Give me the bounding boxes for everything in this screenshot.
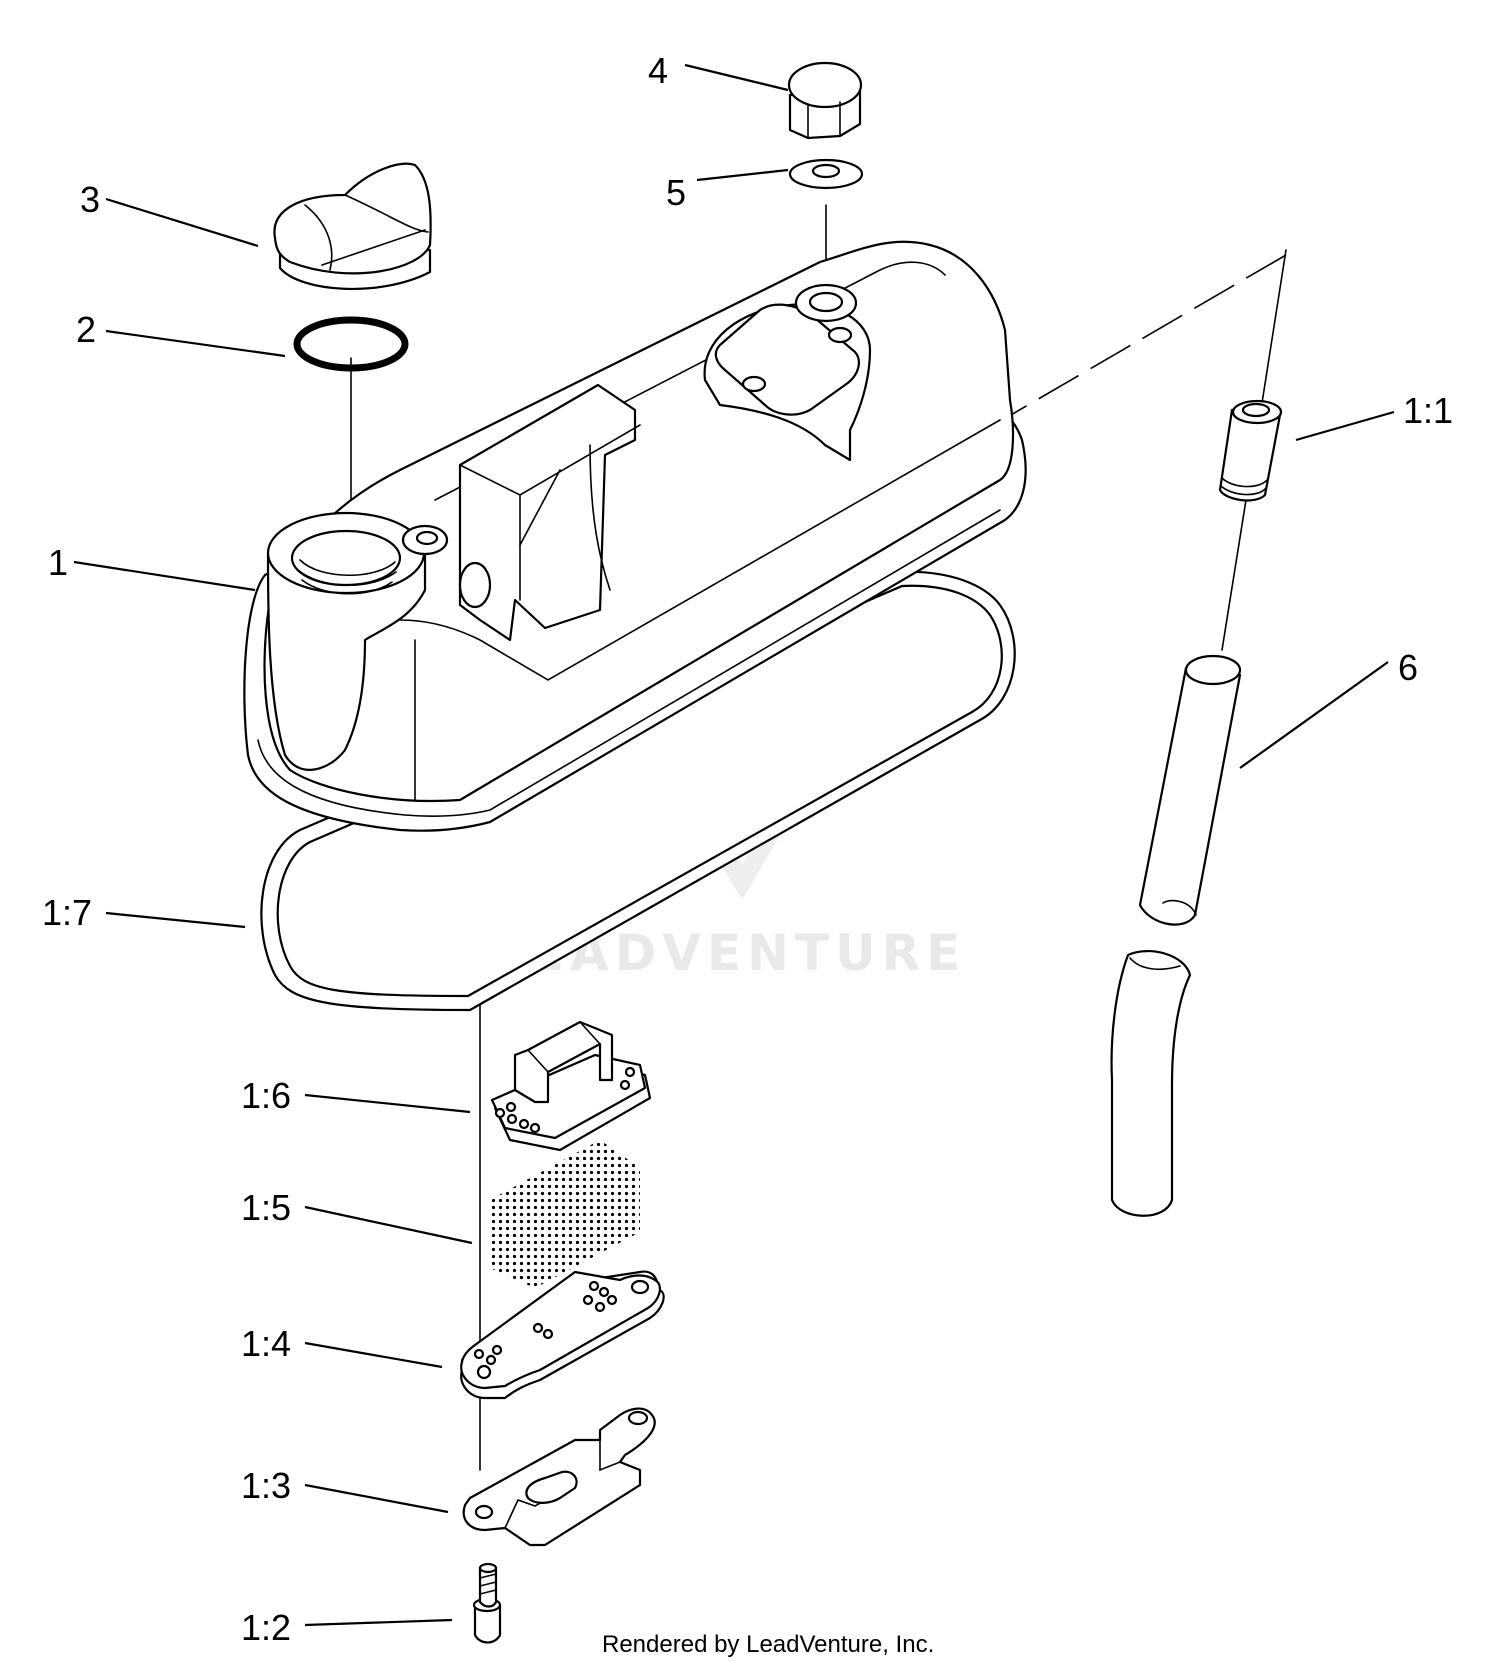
callout-5: 5	[666, 172, 686, 213]
part-1-7-gasket	[260, 570, 1016, 1012]
callout-1-5: 1:5	[241, 1187, 291, 1228]
callout-2: 2	[76, 309, 96, 350]
part-1-valve-cover	[243, 240, 1027, 832]
footer-credit: Rendered by LeadVenture, Inc.	[602, 1631, 934, 1658]
callout-1-7: 1:7	[42, 892, 92, 933]
part-5-washer	[788, 158, 864, 190]
callout-1-3: 1:3	[241, 1465, 291, 1506]
part-6-hose	[1110, 654, 1242, 1217]
callout-1-1: 1:1	[1403, 390, 1453, 431]
callout-1-6: 1:6	[241, 1075, 291, 1116]
callout-1-4: 1:4	[241, 1323, 291, 1364]
callout-labels: 4 5 3 2 1 1:1 6 1:7 1:6 1:5 1:4 1:3 1:2	[42, 50, 1453, 1648]
callout-4: 4	[648, 50, 668, 91]
callout-6: 6	[1398, 647, 1418, 688]
part-4-cap-nut	[787, 61, 863, 140]
callout-1: 1	[48, 542, 68, 583]
part-1-4-reed-plate	[460, 1270, 665, 1400]
callout-1-2: 1:2	[241, 1607, 291, 1648]
part-1-1-tube-fitting	[1218, 399, 1283, 502]
part-1-5-mesh-filter	[490, 1140, 640, 1288]
callout-3: 3	[80, 179, 100, 220]
part-3-oil-filler-cap	[273, 162, 432, 291]
part-1-3-retainer-bracket	[462, 1407, 656, 1547]
leader-lines	[73, 63, 1395, 1627]
part-1-6-breather-cover	[490, 1020, 652, 1152]
part-1-2-screw	[472, 1562, 502, 1644]
